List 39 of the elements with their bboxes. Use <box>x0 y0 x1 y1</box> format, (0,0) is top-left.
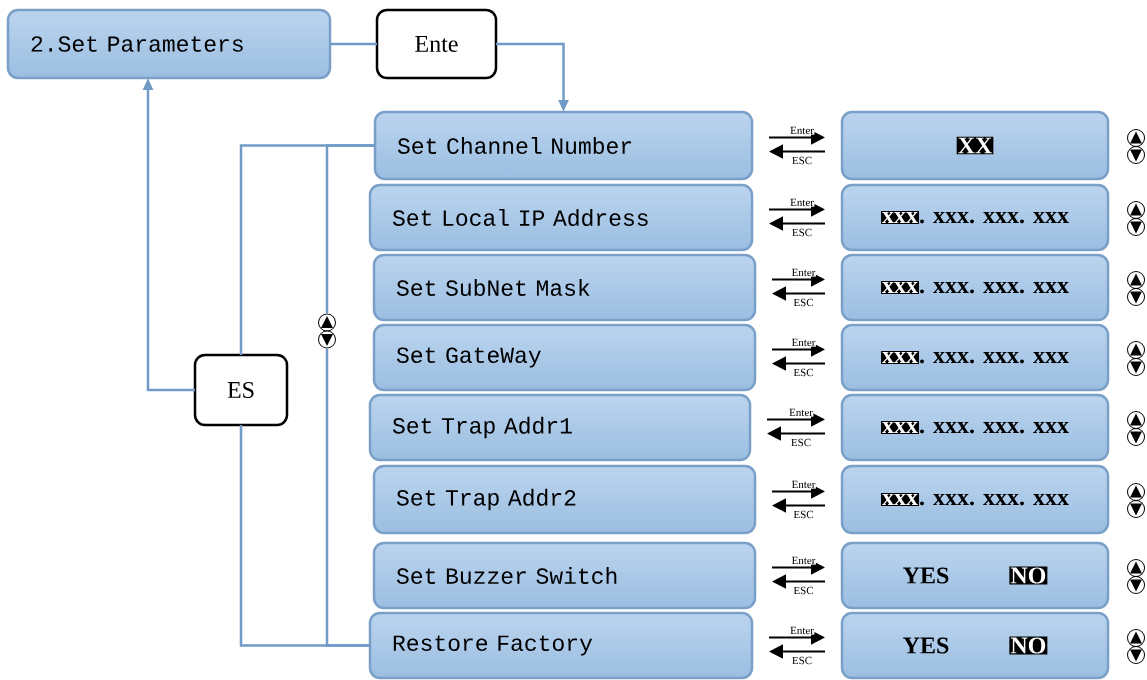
edge-label: ESC <box>790 438 812 447</box>
edge-label: ESC <box>791 228 813 237</box>
value-box: XX <box>840 110 1110 181</box>
value-box: xxx. xxx. xxx. xxx <box>840 464 1110 535</box>
menu-box: Set Buzzer Switch <box>372 541 757 610</box>
connector-line <box>330 42 377 46</box>
menu-box: Set Trap Addr2 <box>372 464 757 535</box>
edge-label: ESC <box>792 510 815 519</box>
edge-label: Enter <box>791 268 816 277</box>
edge-label: Enter <box>789 626 815 635</box>
edge-label: ESC <box>791 156 813 165</box>
edge-label: Enter <box>789 198 815 207</box>
edge-label: Enter <box>789 126 815 135</box>
value-box: xxx. xxx. xxx. xxx <box>840 393 1110 462</box>
value-box: YES NO <box>840 611 1110 680</box>
edge-label: ESC <box>792 586 815 595</box>
edge-label: ESC <box>792 298 815 307</box>
edge-label: Enter <box>791 480 816 489</box>
value-box: xxx. xxx. xxx. xxx <box>840 253 1110 322</box>
key-box: ES <box>193 353 289 427</box>
connector-line <box>325 144 375 313</box>
edge-label: ESC <box>791 656 813 665</box>
menu-box: 2.Set Parameters <box>6 8 332 80</box>
menu-box: Set Trap Addr1 <box>368 393 752 462</box>
edge-label: ESC <box>792 368 815 377</box>
menu-box: Restore Factory <box>368 611 754 680</box>
edge-label: Enter <box>791 338 816 347</box>
menu-box: Set Local IP Address <box>368 183 754 252</box>
menu-box: Set SubNet Mask <box>372 253 757 322</box>
key-box: Ente <box>375 8 498 80</box>
menu-box: Set GateWay <box>372 323 757 392</box>
edge-label: Enter <box>788 408 814 417</box>
value-box: YES NO <box>840 541 1110 610</box>
value-box: xxx. xxx. xxx. xxx <box>840 323 1110 392</box>
value-box: xxx. xxx. xxx. xxx <box>840 183 1110 252</box>
connector-line <box>325 349 370 647</box>
menu-box: Set Channel Number <box>373 110 754 181</box>
up-down-icon <box>318 313 336 349</box>
edge-label: Enter <box>791 556 816 565</box>
